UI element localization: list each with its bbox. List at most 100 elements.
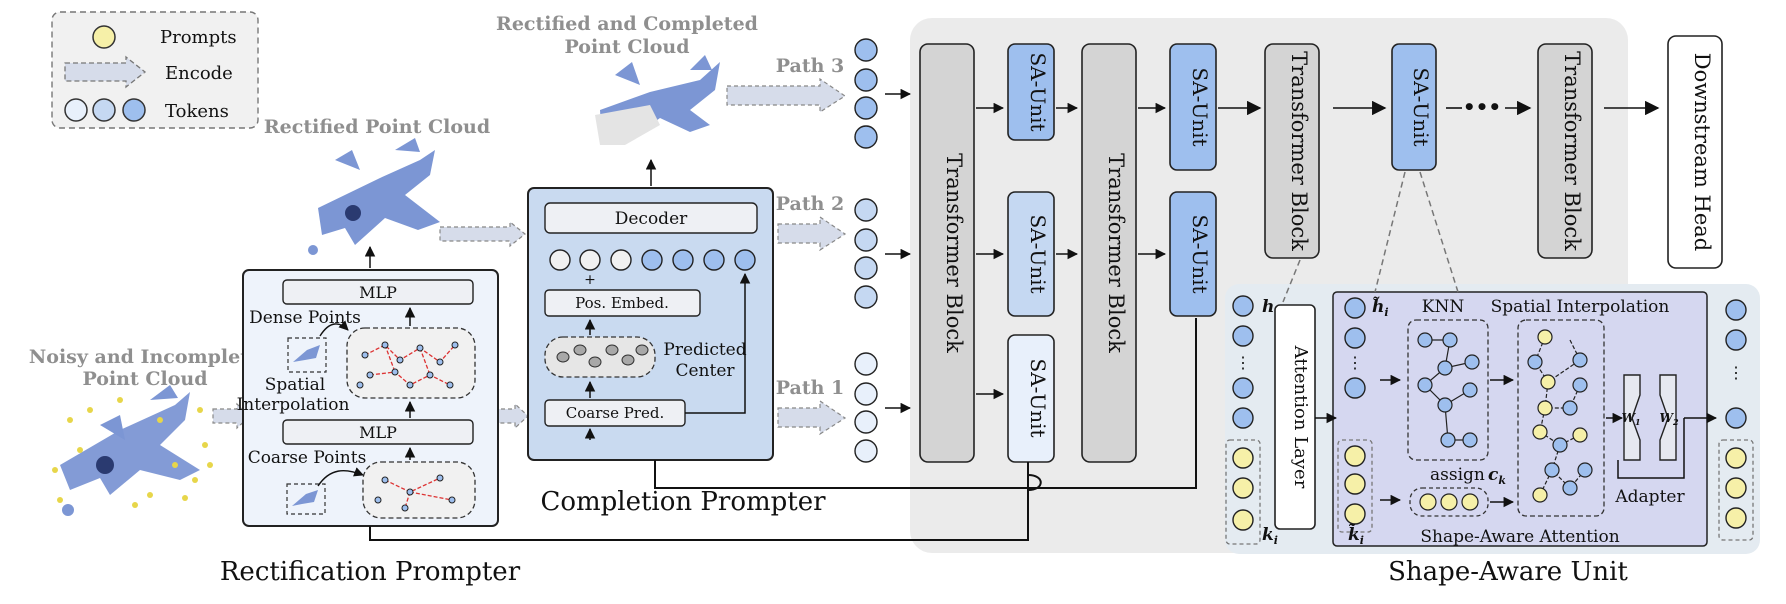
- noisy-label-2: Point Cloud: [83, 368, 208, 390]
- transformer-block-2: [1081, 43, 1137, 463]
- transformer-block-2-label: Transformer Block: [1104, 153, 1128, 353]
- sa-unit-1b-label: SA-Unit: [1026, 214, 1050, 293]
- adapter-w1: [1623, 374, 1641, 461]
- decoder-box: [544, 202, 758, 234]
- w1-label: W1: [1621, 411, 1640, 427]
- spatial-interp-box: [1517, 319, 1605, 517]
- noisy-point-cloud-image: [52, 385, 213, 516]
- dense-points-label: Dense Points: [249, 308, 361, 328]
- dense-points-thumb: [287, 337, 327, 373]
- c-k-label: ck: [1488, 465, 1506, 487]
- coarse-points-thumb: [286, 483, 326, 515]
- attention-layer: [1274, 304, 1316, 530]
- interpolation-label: Interpolation: [237, 395, 350, 415]
- hi-vdots: ⋮: [1235, 353, 1251, 372]
- assign-label: assign: [1430, 465, 1485, 485]
- transformer-block-4: [1537, 43, 1593, 259]
- dense-points-graph: [346, 327, 476, 399]
- legend: Prompts Encode Tokens: [51, 11, 259, 129]
- sa-unit-2a-label: SA-Unit: [1188, 67, 1212, 146]
- path2-label: Path 2: [776, 193, 845, 215]
- sa-unit-2b: [1169, 191, 1217, 317]
- path1-tokens: [854, 352, 878, 463]
- w2-label: W2: [1659, 411, 1678, 427]
- noisy-label-1: Noisy and Incomplete: [29, 346, 261, 368]
- decoder-label: Decoder: [615, 209, 688, 229]
- downstream-head-label: Downstream Head: [1690, 53, 1714, 251]
- sa-unit-1b: [1007, 191, 1055, 317]
- sa-unit-1a-label: SA-Unit: [1026, 52, 1050, 131]
- spatial-interp-label: Spatial Interpolation: [1491, 297, 1670, 317]
- tilde-h-vdots: ⋮: [1347, 353, 1363, 372]
- path1-label: Path 1: [776, 377, 845, 399]
- output-vdots: ⋮: [1728, 363, 1744, 382]
- hi-token-column: [1232, 295, 1254, 429]
- sa-unit-2a: [1169, 43, 1217, 171]
- shape-aware-unit-title: Shape-Aware Unit: [1388, 557, 1628, 587]
- center-label: Center: [675, 361, 735, 381]
- transformer-block-4-label: Transformer Block: [1560, 51, 1584, 251]
- sa-unit-2b-label: SA-Unit: [1188, 214, 1212, 293]
- transformer-block-1-label: Transformer Block: [942, 153, 966, 353]
- tilde-h-tokens: [1344, 297, 1366, 399]
- coarse-points-label: Coarse Points: [248, 448, 367, 468]
- spatial-label: Spatial: [265, 375, 326, 395]
- pos-embed-box: [544, 289, 701, 317]
- pos-embed-label: Pos. Embed.: [575, 294, 669, 312]
- path3-label: Path 3: [776, 55, 845, 77]
- knn-label: KNN: [1422, 297, 1465, 317]
- completion-token-row: [549, 249, 756, 271]
- predicted-center-box: [544, 336, 656, 378]
- transformer-block-1: [919, 43, 975, 463]
- rect-mlp-bottom-label: MLP: [359, 423, 397, 442]
- legend-prompts: Prompts: [160, 27, 237, 48]
- coarse-points-graph: [362, 461, 476, 519]
- encode-arrow-path1: [777, 399, 847, 436]
- legend-tokens: Tokens: [165, 101, 229, 122]
- attention-layer-label: Attention Layer: [1290, 345, 1311, 489]
- sa-unit-3-label: SA-Unit: [1409, 67, 1433, 146]
- path2-tokens: [854, 198, 878, 309]
- encode-arrow-rect-to-comp: [439, 220, 526, 248]
- knn-box: [1407, 319, 1489, 461]
- adapter-label: Adapter: [1614, 487, 1685, 507]
- rect-mlp-bottom: [282, 419, 474, 445]
- encode-arrow-path2: [777, 215, 847, 252]
- rect-mlp-top: [282, 279, 474, 305]
- legend-encode: Encode: [165, 63, 233, 84]
- rect-skip-connection: [369, 462, 1029, 541]
- completion-prompter-title: Completion Prompter: [540, 487, 826, 517]
- output-token-column: [1725, 299, 1747, 429]
- shape-attention-label: Shape-Aware Attention: [1420, 527, 1619, 547]
- transformer-block-3-label: Transformer Block: [1287, 51, 1311, 251]
- sa-unit-1c: [1007, 334, 1055, 463]
- encode-arrow-path3: [726, 77, 847, 114]
- predicted-label: Predicted: [663, 340, 746, 360]
- downstream-head: [1667, 35, 1723, 269]
- ellipsis-dots: •••: [1463, 95, 1501, 119]
- encode-arrow-input: [212, 402, 251, 430]
- plus-label: +: [584, 272, 596, 288]
- sa-inner-panel: [1332, 291, 1708, 547]
- rectified-label: Rectified Point Cloud: [264, 116, 490, 138]
- completed-label-2: Point Cloud: [565, 36, 690, 58]
- completed-label-1: Rectified and Completed: [496, 13, 758, 35]
- rect-mlp-top-label: MLP: [359, 283, 397, 302]
- transformer-block-3: [1264, 43, 1320, 259]
- rectification-prompter-title: Rectification Prompter: [220, 557, 521, 587]
- rectified-point-cloud-image: [308, 138, 440, 255]
- ki-prompt-tokens: [1232, 447, 1254, 531]
- path3-tokens: [854, 38, 878, 149]
- coarse-pred-label: Coarse Pred.: [566, 404, 664, 422]
- assign-prompt-box: [1409, 487, 1489, 517]
- completed-point-cloud-image: [595, 55, 720, 145]
- sa-unit-1a: [1007, 43, 1055, 141]
- sa-unit-1c-label: SA-Unit: [1026, 358, 1050, 437]
- sa-unit-3: [1391, 43, 1437, 171]
- tilde-k-tokens: [1344, 445, 1366, 525]
- output-prompt-group: [1718, 439, 1754, 541]
- output-prompt-tokens: [1725, 447, 1747, 529]
- k-i-label: ki: [1262, 525, 1278, 547]
- comp-skip-connection: [654, 318, 1197, 489]
